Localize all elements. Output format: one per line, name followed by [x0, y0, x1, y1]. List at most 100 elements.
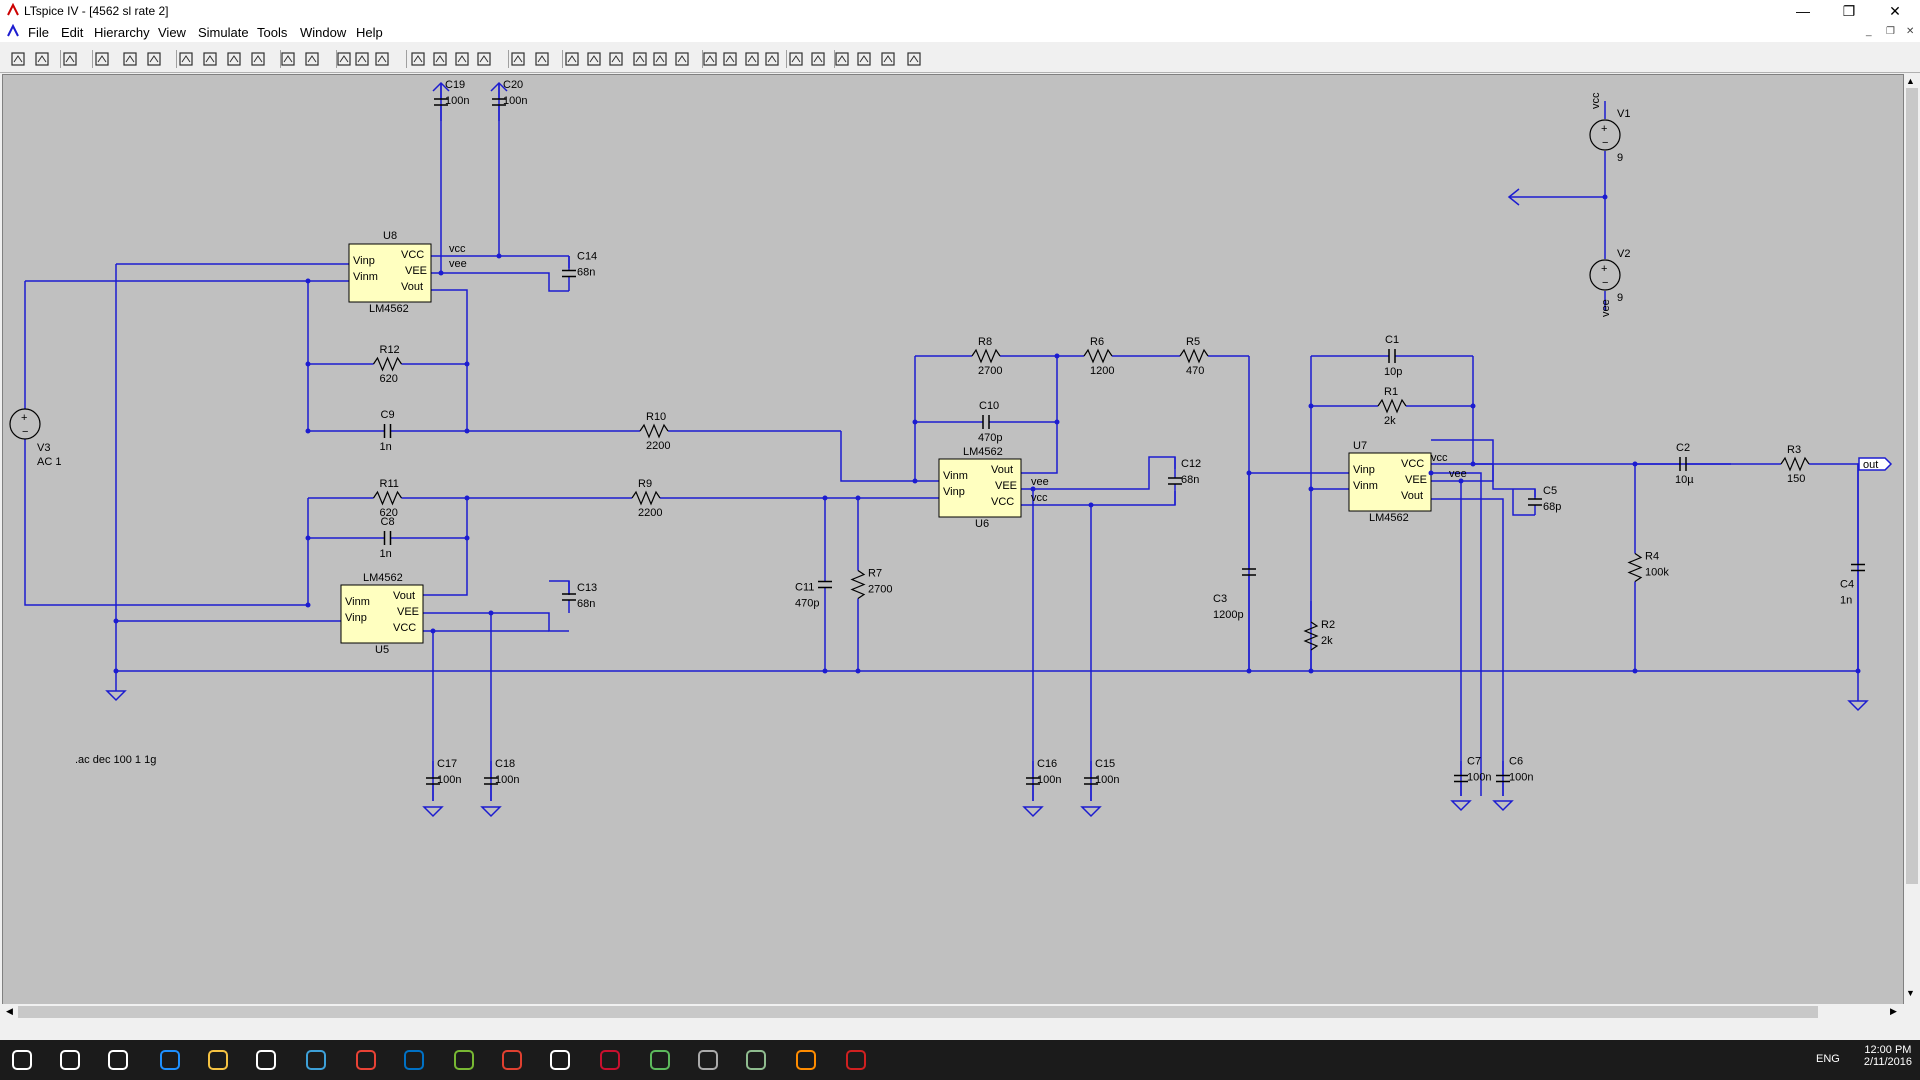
mdi-close-button[interactable]: ✕: [1906, 26, 1915, 37]
vertical-scroll-thumb[interactable]: [1906, 88, 1918, 884]
menu-tools[interactable]: Tools: [257, 25, 288, 40]
scroll-up-icon[interactable]: ▲: [1906, 76, 1915, 86]
menu-help[interactable]: Help: [356, 25, 383, 40]
zoom-out-icon[interactable]: [224, 49, 244, 69]
menu-view[interactable]: View: [158, 25, 186, 40]
zoom-cancel-icon[interactable]: [248, 49, 268, 69]
menu-simulate[interactable]: Simulate: [198, 25, 249, 40]
undo-icon[interactable]: [786, 49, 806, 69]
tile-vertical-icon[interactable]: [372, 49, 392, 69]
tile-horizontal-icon[interactable]: [334, 49, 354, 69]
edge-icon[interactable]: [158, 1048, 182, 1072]
horizontal-scroll-thumb[interactable]: [18, 1006, 1818, 1018]
scroll-right-icon[interactable]: ▶: [1890, 1006, 1897, 1016]
junction: [113, 668, 119, 674]
net-label-vcc: vcc: [449, 243, 466, 255]
system-menu-icon[interactable]: [6, 24, 20, 38]
menu-edit[interactable]: Edit: [61, 25, 84, 40]
app-icon-2[interactable]: [548, 1048, 572, 1072]
ltspice-icon[interactable]: [844, 1048, 868, 1072]
copy-icon[interactable]: [430, 49, 450, 69]
scroll-down-icon[interactable]: ▼: [1906, 988, 1915, 998]
ground-symbol: [105, 690, 127, 702]
label-net-icon[interactable]: [606, 49, 626, 69]
yandex-icon[interactable]: [598, 1048, 622, 1072]
capacitor-ref: C13: [577, 582, 597, 594]
component-icon[interactable]: [720, 49, 740, 69]
intel-icon[interactable]: [402, 1048, 426, 1072]
source-plus: +: [21, 412, 27, 424]
junction: [1054, 353, 1060, 359]
scroll-left-icon[interactable]: ◀: [6, 1006, 13, 1016]
opamp-body: [1348, 452, 1432, 512]
junction: [305, 602, 311, 608]
app-icon-4[interactable]: [794, 1048, 818, 1072]
run-icon[interactable]: [120, 49, 140, 69]
draw-wire-icon[interactable]: [562, 49, 582, 69]
mdi-minimize-button[interactable]: _: [1866, 26, 1872, 37]
capacitor-ref: C10: [979, 400, 999, 412]
rotate-icon[interactable]: [832, 49, 852, 69]
new-schematic-icon[interactable]: [8, 49, 28, 69]
app-icon-3[interactable]: [744, 1048, 768, 1072]
app-icon[interactable]: [500, 1048, 524, 1072]
file-explorer-icon[interactable]: [206, 1048, 230, 1072]
text-icon[interactable]: [878, 49, 898, 69]
menu-file[interactable]: File: [28, 25, 49, 40]
clock[interactable]: 12:00 PM 2/11/2016: [1864, 1044, 1912, 1068]
halt-icon[interactable]: [144, 49, 164, 69]
control-panel-icon[interactable]: [92, 49, 112, 69]
ground-icon[interactable]: [584, 49, 604, 69]
source-value: AC 1: [37, 456, 61, 468]
lightroom-icon[interactable]: [304, 1048, 328, 1072]
print-icon[interactable]: [532, 49, 552, 69]
capacitor-value: 100n: [495, 774, 519, 786]
drag-icon[interactable]: [762, 49, 782, 69]
spice-directive-icon[interactable]: [904, 49, 924, 69]
print-setup-icon[interactable]: [508, 49, 528, 69]
resistor-icon[interactable]: [630, 49, 650, 69]
open-icon[interactable]: [32, 49, 52, 69]
menu-window[interactable]: Window: [300, 25, 347, 40]
capacitor-value: 100n: [437, 774, 461, 786]
inductor-icon[interactable]: [672, 49, 692, 69]
move-icon[interactable]: [742, 49, 762, 69]
zoom-in-icon[interactable]: [176, 49, 196, 69]
utorrent-icon[interactable]: [452, 1048, 476, 1072]
cascade-icon[interactable]: [352, 49, 372, 69]
zoom-fit-icon[interactable]: [200, 49, 220, 69]
redo-icon[interactable]: [808, 49, 828, 69]
minimize-button[interactable]: —: [1796, 3, 1810, 19]
opamp-pin-label: Vout: [991, 464, 1013, 476]
chrome-icon[interactable]: [354, 1048, 378, 1072]
source-ref: V3: [37, 442, 50, 454]
capacitor-icon[interactable]: [650, 49, 670, 69]
paste-icon[interactable]: [452, 49, 472, 69]
junction: [1602, 194, 1608, 200]
mirror-icon[interactable]: [854, 49, 874, 69]
voltage-source: [1589, 119, 1621, 151]
vertical-scrollbar[interactable]: ▲ ▼: [1904, 74, 1920, 1004]
diode-icon[interactable]: [700, 49, 720, 69]
camera-app-icon[interactable]: [696, 1048, 720, 1072]
spice-directive: .ac dec 100 1 1g: [75, 754, 156, 766]
zoom-full-icon[interactable]: [302, 49, 322, 69]
search-icon[interactable]: [58, 1048, 82, 1072]
capacitor-value: 68n: [577, 598, 595, 610]
restore-button[interactable]: ❐: [1842, 3, 1856, 19]
store-icon[interactable]: [254, 1048, 278, 1072]
horizontal-scrollbar[interactable]: ◀ ▶: [2, 1004, 1904, 1020]
task-view-icon[interactable]: [106, 1048, 130, 1072]
mdi-restore-button[interactable]: ❐: [1886, 26, 1895, 37]
find-icon[interactable]: [474, 49, 494, 69]
close-button[interactable]: ✕: [1889, 3, 1901, 19]
autorange-icon[interactable]: [278, 49, 298, 69]
shield-app-icon[interactable]: [648, 1048, 672, 1072]
cut-icon[interactable]: [408, 49, 428, 69]
menu-hierarchy[interactable]: Hierarchy: [94, 25, 150, 40]
language-indicator[interactable]: ENG: [1816, 1053, 1840, 1065]
start-icon[interactable]: [10, 1048, 34, 1072]
save-icon[interactable]: [60, 49, 80, 69]
resistor-ref: R3: [1787, 444, 1801, 456]
